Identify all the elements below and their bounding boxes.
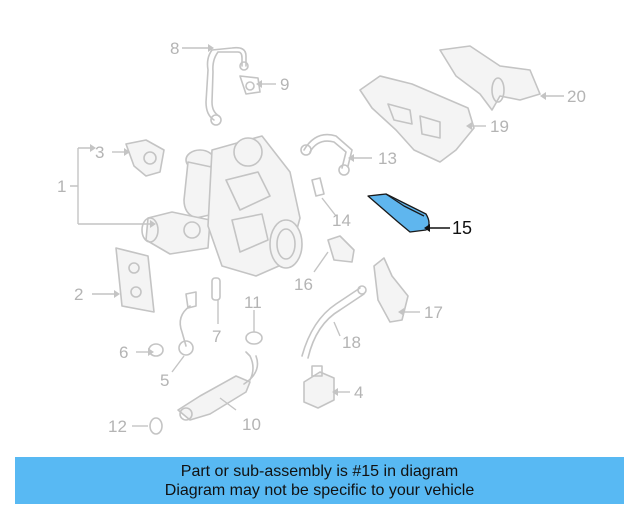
part-16-bracket bbox=[327, 235, 355, 263]
info-banner: Part or sub-assembly is #15 in diagram D… bbox=[15, 457, 624, 504]
part-5-line bbox=[178, 291, 197, 356]
callout-19: 19 bbox=[490, 117, 509, 136]
callout-18: 18 bbox=[342, 333, 361, 352]
part-8-pipe bbox=[205, 46, 249, 126]
callout-7: 7 bbox=[212, 327, 221, 346]
callout-16: 16 bbox=[294, 275, 313, 294]
callout-6: 6 bbox=[119, 343, 128, 362]
callout-9: 9 bbox=[280, 75, 289, 94]
callout-20: 20 bbox=[567, 87, 586, 106]
part-7-washer bbox=[211, 277, 221, 301]
callout-17: 17 bbox=[424, 303, 443, 322]
part-2-gasket bbox=[115, 247, 155, 313]
callout-10: 10 bbox=[242, 415, 261, 434]
callout-2: 2 bbox=[74, 285, 83, 304]
banner-line-1: Part or sub-assembly is #15 in diagram bbox=[180, 462, 459, 480]
callout-14: 14 bbox=[332, 211, 351, 230]
callout-15: 15 bbox=[452, 218, 472, 238]
part-14-gasket bbox=[311, 177, 325, 197]
callout-4: 4 bbox=[354, 383, 363, 402]
part-20-bracket bbox=[439, 45, 541, 111]
part-18-brace bbox=[301, 285, 367, 359]
callout-1: 1 bbox=[57, 177, 66, 196]
part-19-heatshield bbox=[359, 75, 475, 163]
part-17-heatshield bbox=[373, 257, 409, 323]
part-3-actuator bbox=[125, 139, 165, 177]
part-6-seal bbox=[148, 343, 164, 357]
part-9-gasket bbox=[239, 75, 261, 95]
callout-3: 3 bbox=[95, 143, 104, 162]
part-10-pipe bbox=[177, 351, 259, 421]
callout-8: 8 bbox=[170, 39, 179, 58]
callout-5: 5 bbox=[160, 371, 169, 390]
part-15-heatshield bbox=[367, 193, 430, 233]
arrowheads bbox=[90, 44, 546, 396]
part-4-sensor bbox=[303, 365, 335, 409]
callout-labels: 8 9 3 1 2 6 5 7 11 10 12 13 14 16 17 18 … bbox=[57, 39, 586, 436]
part-12-seal bbox=[149, 417, 163, 435]
parts-diagram: 8 9 3 1 2 6 5 7 11 10 12 13 14 16 17 18 … bbox=[57, 39, 586, 436]
callout-11: 11 bbox=[244, 293, 262, 312]
banner-line-2: Diagram may not be specific to your vehi… bbox=[164, 481, 475, 499]
part-11-oring bbox=[245, 331, 263, 345]
leader-lines bbox=[70, 47, 564, 427]
part-1-turbocharger bbox=[141, 135, 303, 277]
callout-12: 12 bbox=[108, 417, 127, 436]
part-13-line bbox=[300, 133, 353, 176]
callout-13: 13 bbox=[378, 149, 397, 168]
